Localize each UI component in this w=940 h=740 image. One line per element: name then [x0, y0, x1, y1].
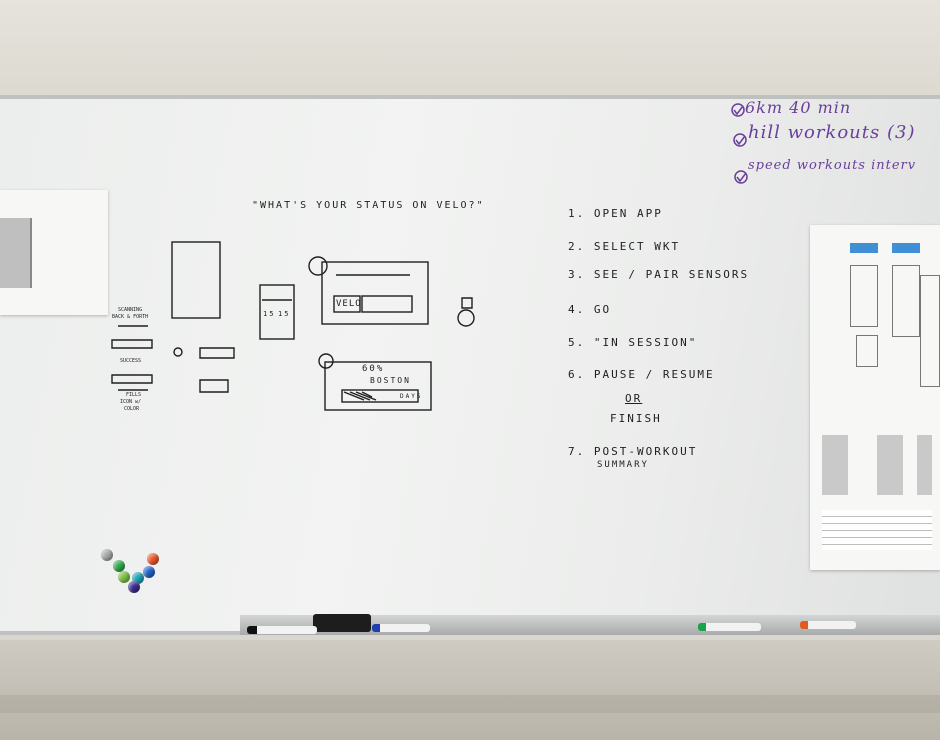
phone-sketch — [171, 241, 221, 319]
magnet[interactable] — [118, 571, 130, 583]
progress-percent: 60% — [362, 364, 385, 374]
taped-paper-right — [810, 225, 940, 570]
marker-blue[interactable] — [372, 624, 430, 632]
checklist-item-1: 6km 40 min — [745, 98, 852, 117]
checklist-item-3: speed workouts interv — [748, 158, 917, 173]
progress-days: DAYS — [400, 393, 423, 400]
step-2: 2. SELECT WKT — [568, 240, 681, 253]
magnet[interactable] — [128, 581, 140, 593]
step-7-summary: SUMMARY — [597, 460, 649, 470]
scan-value-1: 15 — [263, 310, 276, 318]
step-1: 1. OPEN APP — [568, 207, 663, 220]
scan-value-2: 15 — [278, 310, 291, 318]
marker-black[interactable] — [247, 626, 317, 634]
step-6: 6. PAUSE / RESUME — [568, 368, 715, 381]
checklist-item-2: hill workouts (3) — [748, 122, 916, 143]
glasses-label-backforth: BACK & FORTH — [112, 314, 149, 320]
status-quote: "WHAT'S YOUR STATUS ON VELO?" — [252, 200, 485, 211]
phone-wireframes — [822, 435, 932, 505]
phone-mockup-image — [0, 218, 32, 288]
glasses-label-fills: FILLS — [126, 392, 142, 398]
wall-stripe — [0, 695, 940, 713]
magnet[interactable] — [113, 560, 125, 572]
marker-green[interactable] — [698, 623, 761, 631]
step-5: 5. "IN SESSION" — [568, 336, 698, 349]
progress-boston: BOSTON — [370, 376, 411, 385]
glasses-label-icon: ICON w/ — [120, 399, 142, 405]
taped-paper-left — [0, 190, 108, 315]
velo-card-label: VELO — [336, 299, 362, 309]
whiteboard — [0, 99, 940, 631]
step-6-or: OR — [625, 392, 643, 405]
wall-bottom — [0, 640, 940, 740]
step-4: 4. GO — [568, 303, 612, 316]
magnet[interactable] — [143, 566, 155, 578]
magnet[interactable] — [101, 549, 113, 561]
glasses-label-scanning: SCANNING — [118, 307, 143, 313]
magnet[interactable] — [147, 553, 159, 565]
glasses-label-success: SUCCESS — [120, 358, 142, 364]
step-7: 7. POST-WORKOUT — [568, 445, 698, 458]
eraser[interactable] — [313, 614, 371, 632]
wall-top — [0, 0, 940, 100]
step-3: 3. SEE / PAIR SENSORS — [568, 268, 750, 281]
fine-print — [822, 510, 932, 550]
glasses-label-color: COLOR — [124, 406, 140, 412]
marker-orange[interactable] — [800, 621, 856, 629]
step-6-finish: FINISH — [610, 412, 662, 425]
